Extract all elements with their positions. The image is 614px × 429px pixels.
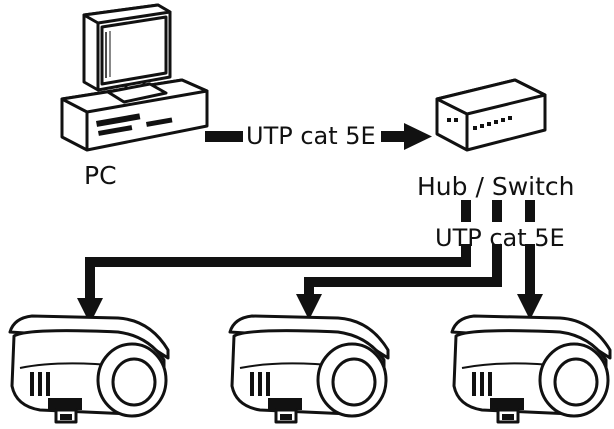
cable-hub-to-camera-1 [77,200,471,324]
cable-pc-to-hub [205,123,432,150]
hub-switch-label: Hub / Switch [417,172,575,201]
cable-hub-to-camera-2 [296,200,502,320]
cable-label-top: UTP cat 5E [246,122,376,150]
desktop-pc-icon [60,3,209,152]
security-camera-icon [8,314,170,424]
security-camera-icon [228,314,390,424]
security-camera-icon [450,314,612,424]
pc-label: PC [84,161,117,190]
hub-switch-icon [435,78,547,152]
cable-hub-to-camera-3 [517,200,543,320]
cable-label-bottom: UTP cat 5E [435,224,565,252]
